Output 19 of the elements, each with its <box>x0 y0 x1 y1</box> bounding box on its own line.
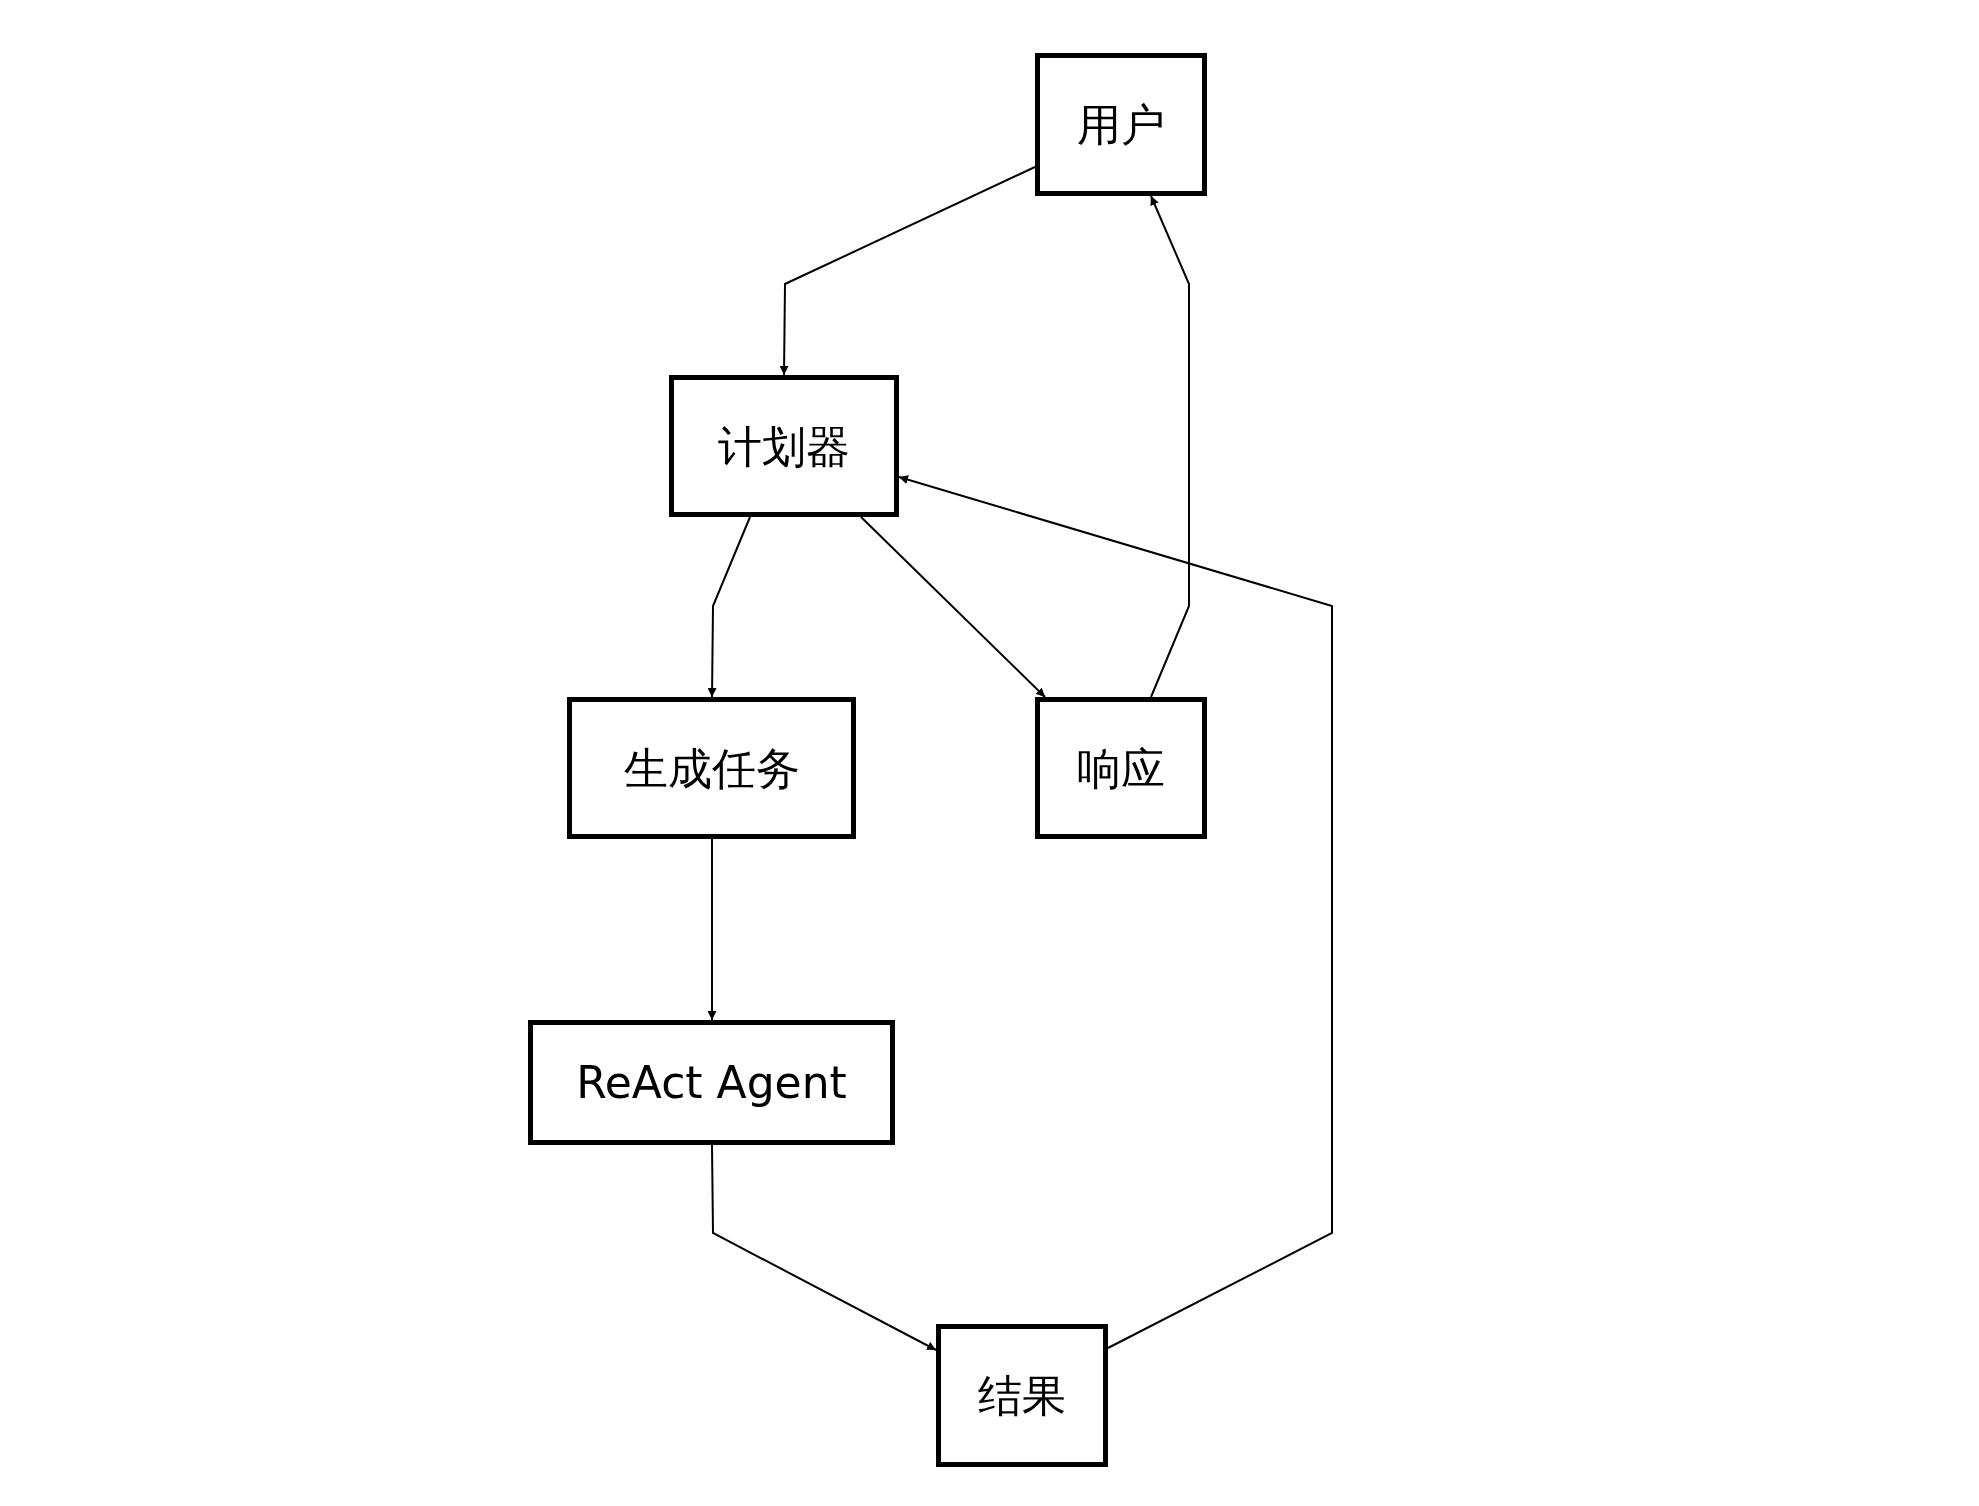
node-label: 生成任务 <box>623 741 800 796</box>
node-label: 响应 <box>1077 741 1165 796</box>
node-label: 用户 <box>1077 98 1165 152</box>
node-label: ReAct Agent <box>576 1056 847 1110</box>
arrow <box>1150 195 1190 698</box>
arrow <box>898 475 1333 1349</box>
arrow <box>711 1144 937 1351</box>
arrow <box>860 516 1046 698</box>
arrow <box>707 516 751 698</box>
process-box <box>528 1020 895 1145</box>
arrow <box>707 838 717 1021</box>
process-box <box>1035 53 1207 196</box>
process-box <box>1035 697 1207 839</box>
process-box <box>936 1324 1108 1467</box>
arrow <box>779 166 1036 376</box>
node-label: 结果 <box>978 1369 1066 1423</box>
node-label: 计划器 <box>718 419 850 474</box>
process-box <box>669 375 899 517</box>
process-box <box>567 697 856 839</box>
